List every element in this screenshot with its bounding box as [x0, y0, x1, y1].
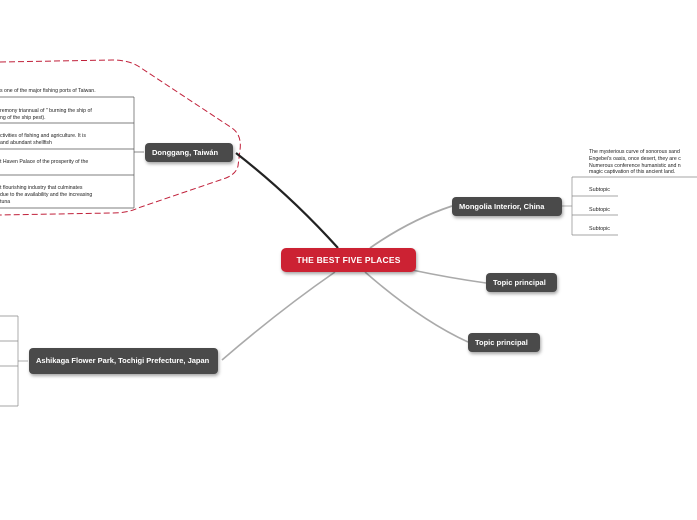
connector-topic2	[364, 271, 469, 343]
connector-topic1	[411, 269, 487, 284]
mongolia-subtopic-1[interactable]: Subtopic	[589, 187, 610, 193]
topic-donggang[interactable]: Donggang, Taiwán	[145, 143, 233, 162]
donggang-boundary	[0, 59, 241, 216]
topic-mongolia[interactable]: Mongolia Interior, China	[452, 197, 562, 216]
donggang-note-1: s one of the major fishing ports of Taiw…	[0, 88, 96, 94]
mongolia-subtopic-3[interactable]: Subtopic	[589, 226, 610, 232]
connector-ashikaga	[221, 271, 336, 361]
donggang-note-2-text: remony triannual of " burning the ship o…	[0, 108, 92, 121]
donggang-note-4: t Haven Palace of the prosperity of the	[0, 159, 89, 165]
mongolia-subtopic-2[interactable]: Subtopic	[589, 207, 610, 213]
central-topic[interactable]: THE BEST FIVE PLACES	[281, 248, 416, 272]
mongolia-note-line-2: Engebei's oasis, once desert, they are c	[589, 155, 681, 162]
donggang-note-3: ctivities of fishing and agriculture. It…	[0, 133, 86, 147]
mongolia-subtopic-lines	[562, 176, 697, 236]
connector-donggang	[235, 152, 339, 249]
donggang-subtopic-lines	[0, 96, 144, 209]
connector-mongolia	[369, 205, 453, 249]
topic-principal-2[interactable]: Topic principal	[468, 333, 540, 352]
mongolia-note: The mysterious curve of sonorous sand En…	[589, 149, 681, 176]
donggang-note-2: remony triannual of " burning the ship o…	[0, 108, 92, 122]
topic-ashikaga[interactable]: Ashikaga Flower Park, Tochigi Prefecture…	[29, 348, 218, 374]
ashikaga-subtopic-lines	[0, 315, 28, 407]
topic-principal-1[interactable]: Topic principal	[486, 273, 557, 292]
donggang-note-3-text: ctivities of fishing and agriculture. It…	[0, 133, 86, 146]
mongolia-note-line-4: magic captivation of this ancient land.	[589, 169, 676, 176]
mongolia-note-line-3: Numerous conference humanistic and n	[589, 162, 681, 169]
mongolia-note-line-1: The mysterious curve of sonorous sand	[589, 149, 680, 155]
